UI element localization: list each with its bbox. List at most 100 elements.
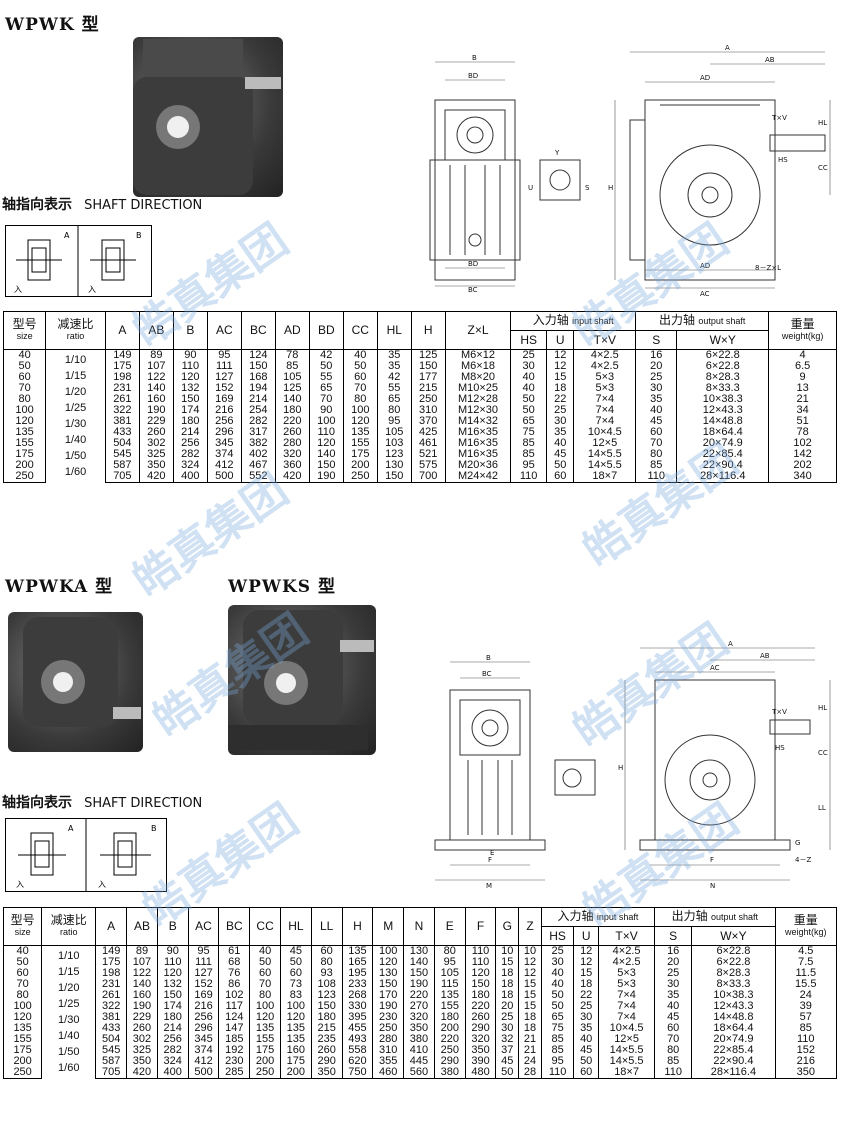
svg-text:AD: AD [700,262,710,270]
col-A: A [104,311,140,350]
table-cell: 50 [495,1067,520,1079]
svg-text:AC: AC [700,290,710,298]
svg-text:A: A [68,824,74,833]
ratio-value: 1/40 [64,434,87,447]
table-cell: 500 [187,1067,220,1079]
table-cell: M6×18 [444,361,512,372]
table-cell: 420 [138,471,174,483]
table-cell: 16 [654,945,693,957]
table-cell: 35 [654,990,693,1001]
table-cell: 60 [2,968,43,979]
table-cell: 80 [635,449,678,460]
table-cell: 290 [464,1023,497,1034]
table-cell: 100 [2,1001,43,1012]
col-AB: AB [126,907,158,946]
col-HL: HL [279,907,312,946]
table-cell: 60 [635,427,678,438]
svg-text:E: E [490,849,494,857]
table-cell: 12 [546,361,575,372]
svg-text:8－Z×L: 8－Z×L [755,264,781,272]
svg-text:入: 入 [98,880,106,889]
ratio-value: 1/15 [58,966,80,979]
table-cell: 40 [546,438,575,449]
svg-text:CC: CC [818,164,828,172]
svg-text:BC: BC [468,286,478,294]
table-cell: 152 [774,1045,838,1056]
col-TxV: T×V [598,926,656,946]
table-cell: 70 [635,438,678,449]
ratio-value: 1/60 [64,466,87,479]
table-cell: 28×116.4 [676,471,770,483]
ratio-value: 1/10 [64,354,87,367]
table-cell: 9 [768,372,837,383]
table-cell: 110 [464,945,497,957]
table-cell: 34 [768,405,837,416]
table-cell: 560 [403,1067,435,1079]
table-cell: 65 [540,1012,575,1023]
table-cell: 552 [240,471,276,483]
col-BD: BD [308,311,344,350]
col-ZxL: Z×L [444,311,512,350]
wpwks-product-photo [228,605,376,755]
col-input-shaft: 入力轴 input shaft [540,907,656,927]
shaft-direction-en: SHAFT DIRECTION [84,198,203,213]
table-cell: 40 [2,349,47,361]
table-cell: 28×116.4 [691,1067,776,1079]
col-B: B [156,907,189,946]
table-cell: 705 [104,471,140,483]
table-cell: 135 [2,1023,43,1034]
table-cell: 7.5 [774,957,838,968]
table-cell: 75 [540,1023,575,1034]
table-cell: 28 [518,1067,542,1079]
table-cell: M12×28 [444,394,512,405]
table-cell: 135 [2,427,47,438]
table-cell: 461 [410,438,446,449]
table-cell: 180 [464,990,497,1001]
table-cell: 50 [546,460,575,471]
svg-text:F: F [710,856,714,864]
col-G: G [495,907,520,946]
svg-text:A: A [64,231,70,240]
table-cell: 350 [464,1045,497,1056]
shaft-direction-cn: 轴指向表示 [2,795,72,811]
wpwka-product-photo [8,612,143,752]
table-cell: 25 [635,372,678,383]
table-cell: 110 [540,1067,575,1079]
table-cell: 45 [546,449,575,460]
svg-text:S: S [585,184,590,192]
wpwka-dimension-drawing: B BC A AB AC T×V HL CC HS H LL F N F M 4… [420,640,835,890]
table-cell: 20×74.9 [676,438,770,449]
table-cell: 12×43.3 [676,405,770,416]
ratio-value: 1/25 [64,402,87,415]
svg-text:4－Z: 4－Z [795,856,811,864]
table-cell: 350 [774,1067,838,1079]
table-cell: 100 [2,405,47,416]
col-H: H [341,907,374,946]
table-cell: 460 [372,1067,405,1079]
table-cell: 14×48.8 [676,416,770,427]
table-cell: 30 [654,979,693,990]
table-cell: 120 [2,416,47,427]
col-HS: HS [510,330,548,350]
table-cell: M6×12 [444,349,512,361]
table-cell: 35 [635,394,678,405]
table-cell: 110 [654,1067,693,1079]
table-cell: M10×25 [444,383,512,394]
svg-text:LL: LL [818,804,826,812]
table-cell: 175 [2,1045,43,1056]
table-cell: 85 [654,1056,693,1067]
table-cell: 202 [768,460,837,471]
svg-text:H: H [618,764,623,772]
col-S: S [635,330,678,350]
table-cell: 85 [635,460,678,471]
table-cell: 6×22.8 [676,361,770,372]
shaft-direction-en: SHAFT DIRECTION [84,796,203,811]
table-cell: 480 [464,1067,497,1079]
